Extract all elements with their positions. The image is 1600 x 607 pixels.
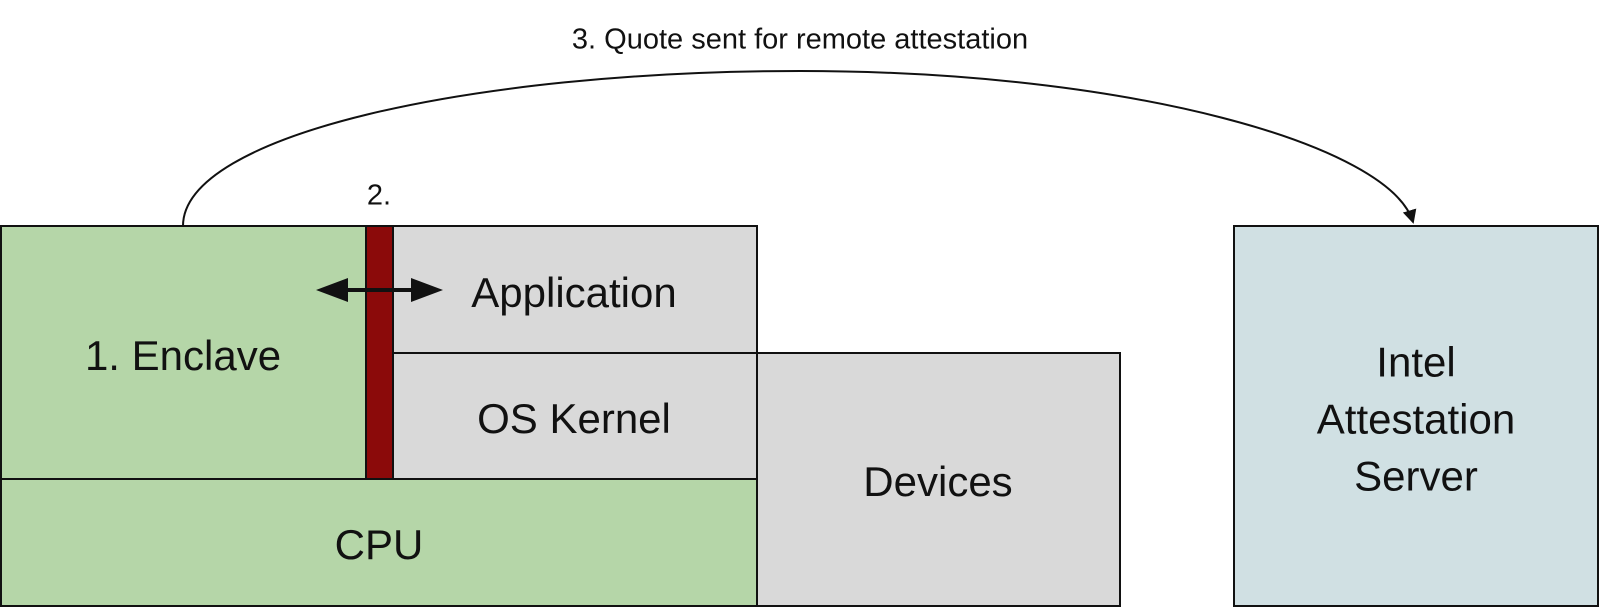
server-label-line-1: Intel xyxy=(1376,338,1456,386)
os-kernel-label: OS Kernel xyxy=(477,395,671,442)
boundary-double-arrow xyxy=(316,278,443,302)
enclave-label: 1. Enclave xyxy=(84,332,282,379)
server-label-line-3: Server xyxy=(1354,452,1478,500)
quote-arrow xyxy=(182,69,1417,227)
application-label: Application xyxy=(471,269,677,316)
enclave-boundary-bar xyxy=(365,225,394,480)
attestation-server-block xyxy=(1233,225,1599,607)
server-label-line-2: Attestation xyxy=(1316,395,1516,443)
devices-block xyxy=(756,352,1121,607)
cpu-block xyxy=(0,478,758,607)
enclave-block xyxy=(0,225,367,480)
devices-label: Devices xyxy=(863,458,1013,505)
quote-label: 3. Quote sent for remote attestation xyxy=(571,23,1029,56)
attestation-server-label: Intel Attestation Server xyxy=(1317,334,1515,505)
boundary-label: 2. xyxy=(366,179,392,212)
cpu-label: CPU xyxy=(334,521,424,568)
